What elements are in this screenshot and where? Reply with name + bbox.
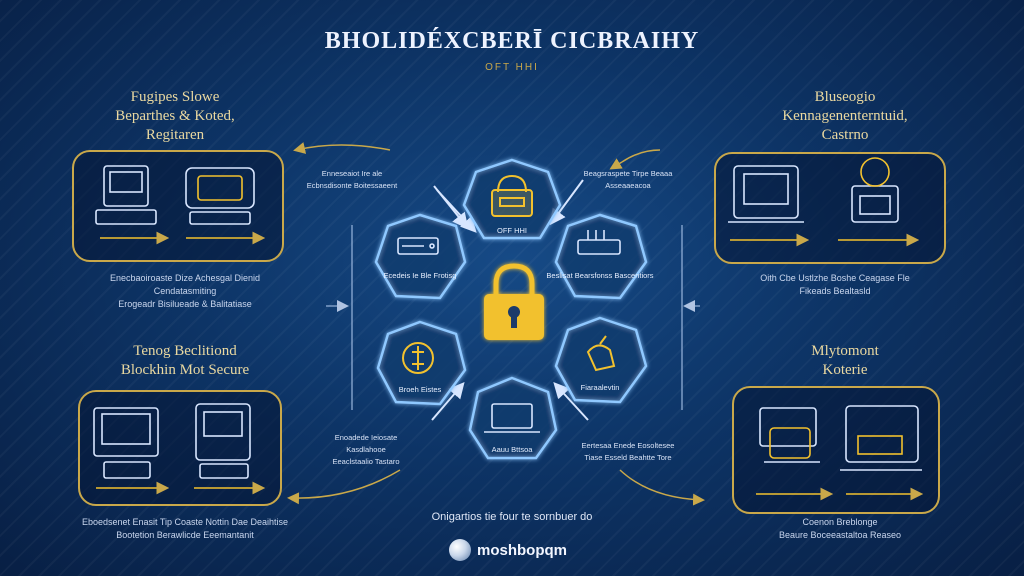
caption-bottom-left: Eboedsenet Enasit Tip Coaste Nottin Dae …: [81, 517, 289, 540]
annotation-bottom-right-1: Eertesaa Enede Eosoltesee: [582, 441, 675, 450]
annotation-top-left-2: Ecbnsdisonte Boitessaeent: [307, 181, 398, 190]
center-brackets: [326, 225, 700, 410]
node-top-label: OFF HHI: [497, 226, 527, 235]
top-right-devices: [728, 157, 899, 223]
heading-bottom-left: Tenog Beclitiond Blockhin Mot Secure: [120, 343, 250, 378]
footer-text: Onigartios tie four te sornbuer do: [431, 511, 593, 523]
heading-top-right: Bluseogio Kennagenenterntuid, Castrno: [782, 89, 908, 143]
node-lower-right-label: Fiaraalevtin: [581, 383, 620, 392]
central-padlock-icon: [484, 263, 544, 340]
annotation-bottom-left-2: Kasdlahooe: [346, 445, 386, 454]
center-arrows: [431, 179, 589, 421]
caption-top-left: Enecbaoiroaste Dize Achesgal Dienid Cend…: [109, 273, 261, 309]
node-upper-left-label: Ecedeis Ie Ble Frotisg: [384, 271, 457, 280]
node-lower-left-label: Broeh Eistes: [399, 385, 442, 394]
page-subtitle: OFT HHI: [485, 62, 539, 73]
laptop-icon: [484, 403, 540, 433]
padlock-icon: [491, 174, 533, 217]
brand-logo: moshbopqm: [449, 537, 567, 563]
annotation-bottom-left-3: Eeaclstaalio Tastaro: [333, 457, 400, 466]
node-lower-right: [554, 316, 648, 404]
annotation-top-right-1: Beagsraspete Tirpe Beaaa: [584, 169, 674, 178]
node-upper-left: [374, 213, 467, 300]
panel-connectors: [287, 142, 705, 506]
annotation-top-right-2: Asseaaeacoa: [605, 181, 651, 190]
hand-icon: [586, 335, 616, 372]
caption-bottom-right: Coenon Breblonge Beaure Boceeastaltoa Re…: [778, 517, 902, 540]
logo-text: moshbopqm: [477, 541, 567, 559]
caption-top-right: Oith Cbe Ustlzhe Boshe Ceagase Fle Fikea…: [760, 273, 910, 296]
node-bottom-label: Aauu Bttsoa: [492, 445, 534, 454]
rack-icon: [577, 230, 621, 255]
heading-top-left: Fugipes Slowe Beparthes & Koted, Regitar…: [115, 89, 235, 143]
page-title: BHOLIDÉXCBERĪ CICBRAIHY: [324, 28, 700, 54]
annotation-bottom-right-2: Tiase Esseld Beahtte Tore: [584, 453, 671, 462]
heading-bottom-right: Mlytomont Koterie: [811, 343, 879, 378]
annotation-top-left-1: Enneseaiot Ire ale: [322, 169, 382, 178]
bottom-right-devices: [759, 405, 922, 471]
node-bottom: [468, 376, 558, 460]
node-upper-right: [554, 213, 648, 300]
node-upper-right-label: Beslisat Bearsfonss Bascentiors: [546, 271, 653, 280]
annotation-bottom-left-1: Enoadede Ieiosate: [335, 433, 398, 442]
bottom-left-devices: [93, 403, 251, 479]
server-icon: [397, 237, 439, 255]
coin-icon: [402, 342, 434, 374]
top-left-devices: [95, 165, 255, 225]
panel-bottom-left: [78, 390, 282, 506]
globe-icon: [449, 539, 471, 561]
